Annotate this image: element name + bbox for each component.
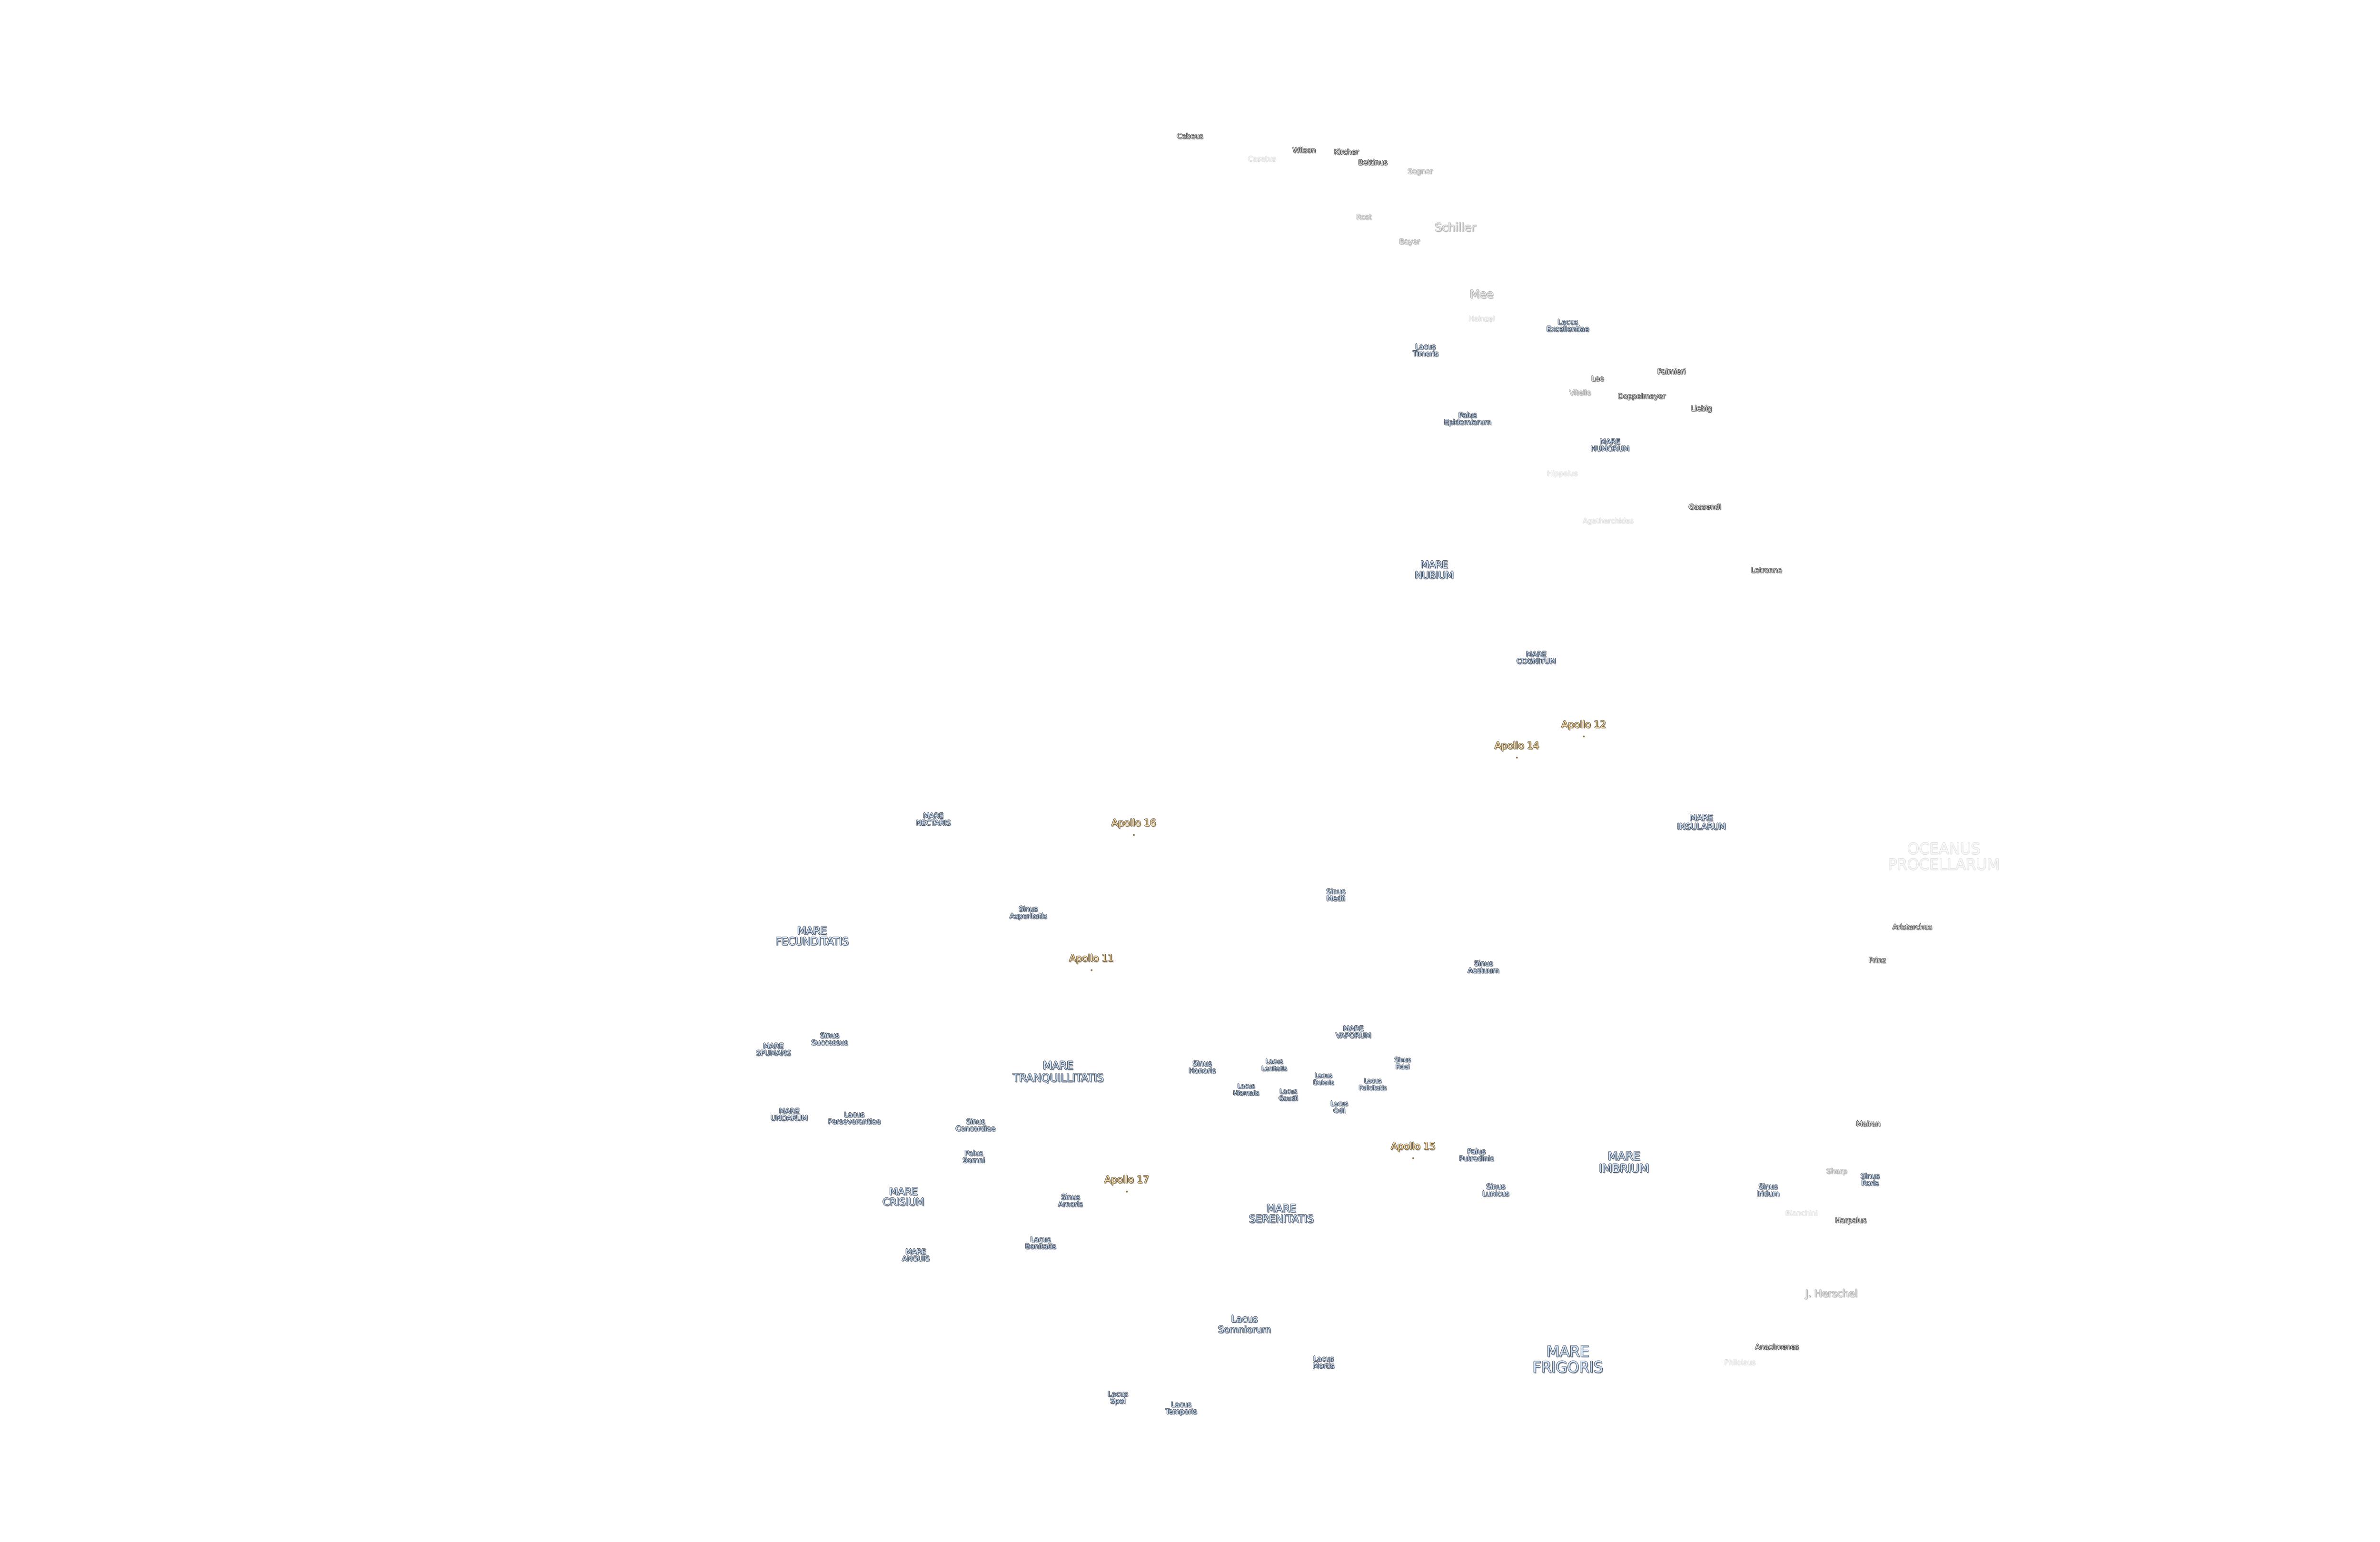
label-lacus-felicitatis: Lacus Felicitatis <box>1359 1077 1387 1091</box>
label-mare-imbrium: MARE IMBRIUM <box>1599 1149 1649 1176</box>
label-apollo-14: Apollo 14 <box>1494 741 1539 752</box>
label-apollo-12: Apollo 12 <box>1561 721 1606 731</box>
label-sinus-successus: Sinus Successus <box>811 1030 848 1048</box>
label-palus-epidemiarum: Palus Epidemiarum <box>1444 410 1491 427</box>
apollo-12-site-marker <box>1583 734 1585 736</box>
apollo-17-site-marker <box>1126 1190 1128 1192</box>
label-mare-crisium: MARE CRISIUM <box>883 1187 924 1209</box>
label-mare-vaporum: MARE VAPORUM <box>1335 1024 1371 1040</box>
label-palmieri: Palmieri <box>1657 366 1686 376</box>
label-lacus-perseverantiae: Lacus Perseverantiae <box>828 1110 881 1127</box>
label-lacus-temporis: Lacus Temporis <box>1165 1400 1197 1416</box>
label-aristarchus: Aristarchus <box>1892 922 1932 931</box>
label-anaximenes: Anaximenes <box>1755 1342 1799 1351</box>
label-wilson: Wilson <box>1292 145 1316 155</box>
label-mare-tranquillitatis: MARE TRANQUILLITATIS <box>1012 1060 1104 1085</box>
label-mare-nubium: MARE NUBIUM <box>1415 561 1454 582</box>
label-sinus-asperitatis: Sinus Asperitatis <box>1009 904 1047 921</box>
label-lacus-doloris: Lacus Doloris <box>1313 1072 1334 1086</box>
apollo-14-site-marker <box>1516 756 1517 758</box>
label-mare-humorum: MARE HUMORUM <box>1590 436 1630 454</box>
label-lacus-somniorum: Lacus Somniorum <box>1218 1315 1271 1336</box>
label-cabeus: Cabeus <box>1177 131 1203 140</box>
label-sinus-lunicus: Sinus Lunicus <box>1482 1182 1509 1199</box>
label-apollo-15: Apollo 15 <box>1390 1142 1436 1153</box>
label-mare-spumans: MARE SPUMANS <box>756 1041 791 1058</box>
label-hainzel: Hainzel <box>1468 314 1495 323</box>
label-mare-serenitatis: MARE SERENITATIS <box>1249 1203 1314 1227</box>
label-casatus: Casatus <box>1248 154 1277 163</box>
label-sinus-fidei: Sinus Fidei <box>1394 1056 1411 1070</box>
label-sharp: Sharp <box>1826 1166 1847 1176</box>
label-harpalus: Harpalus <box>1835 1216 1866 1225</box>
label-sinus-honoris: Sinus Honoris <box>1189 1058 1216 1076</box>
label-bayer: Bayer <box>1399 237 1420 246</box>
label-segner: Segner <box>1408 167 1433 176</box>
label-mee: Mee <box>1469 287 1494 302</box>
label-kircher: Kircher <box>1334 147 1359 156</box>
apollo-11-site-marker <box>1091 968 1092 970</box>
label-mare-fecunditatis: MARE FECUNDITATIS <box>775 925 849 949</box>
label-lacus-lenitatis: Lacus Lenitatis <box>1261 1058 1287 1072</box>
label-mairan: Mairan <box>1856 1119 1881 1128</box>
label-mare-cognitum: MARE COGNITUM <box>1516 649 1556 666</box>
label-prinz: Prinz <box>1868 955 1886 965</box>
label-rost: Rost <box>1356 212 1372 221</box>
label-j-herschel: J. Herschel <box>1805 1290 1858 1301</box>
label-lacus-gaudii: Lacus Gaudii <box>1279 1088 1298 1102</box>
label-palus-somni: Palus Somni <box>962 1148 985 1165</box>
label-mare-undarum: MARE UNDARUM <box>770 1106 808 1123</box>
label-philolaus: Philolaus <box>1724 1358 1756 1367</box>
label-lacus-excellentiae: Lacus Excellentiae <box>1546 317 1589 334</box>
label-letronne: Letronne <box>1750 565 1782 574</box>
label-liebig: Liebig <box>1691 404 1712 413</box>
label-mare-frigoris: MARE FRIGORIS <box>1532 1344 1603 1378</box>
label-mare-nectaris: MARE NECTARIS <box>916 811 951 828</box>
apollo-15-site-marker <box>1412 1156 1414 1158</box>
label-palus-putredinis: Palus Putredinis <box>1459 1147 1494 1164</box>
label-lee: Lee <box>1591 374 1604 383</box>
label-bianchini: Bianchini <box>1785 1208 1818 1218</box>
label-mare-anguis: MARE ANGUIS <box>902 1247 930 1264</box>
label-sinus-roris: Sinus Roris <box>1860 1171 1880 1188</box>
label-sinus-amoris: Sinus Amoris <box>1058 1192 1083 1209</box>
label-apollo-11: Apollo 11 <box>1069 954 1114 965</box>
label-sinus-medii: Sinus Medii <box>1326 887 1346 903</box>
label-bettinus: Bettinus <box>1358 158 1388 167</box>
label-oceanus-procellarum: OCEANUS PROCELLARUM <box>1888 841 2000 875</box>
label-lacus-timoris: Lacus Timoris <box>1412 342 1438 359</box>
label-agatharchides: Agatharchides <box>1583 516 1634 525</box>
label-gassendi: Gassendi <box>1688 502 1721 511</box>
label-apollo-17: Apollo 17 <box>1104 1176 1149 1186</box>
label-lacus-hiemalis: Lacus Hiemalis <box>1233 1083 1259 1097</box>
apollo-16-site-marker <box>1133 833 1135 835</box>
label-lacus-mortis: Lacus Mortis <box>1312 1354 1335 1371</box>
label-mare-insularum: MARE INSULARUM <box>1676 815 1726 833</box>
label-lacus-spei: Lacus Spei <box>1107 1389 1128 1406</box>
label-vitello: Vitello <box>1569 388 1591 397</box>
label-doppelmayer: Doppelmayer <box>1617 391 1666 401</box>
label-lacus-odii: Lacus Odii <box>1330 1100 1348 1114</box>
label-hippalus: Hippalus <box>1547 469 1578 478</box>
label-schiller: Schiller <box>1434 220 1476 235</box>
label-sinus-iridum: Sinus Iridum <box>1756 1182 1780 1199</box>
label-sinus-aestuum: Sinus Aestuum <box>1468 959 1499 976</box>
label-apollo-16: Apollo 16 <box>1111 819 1156 830</box>
label-lacus-bonitatis: Lacus Bonitatis <box>1025 1235 1056 1251</box>
label-sinus-concordiae: Sinus Concordiae <box>955 1117 995 1134</box>
